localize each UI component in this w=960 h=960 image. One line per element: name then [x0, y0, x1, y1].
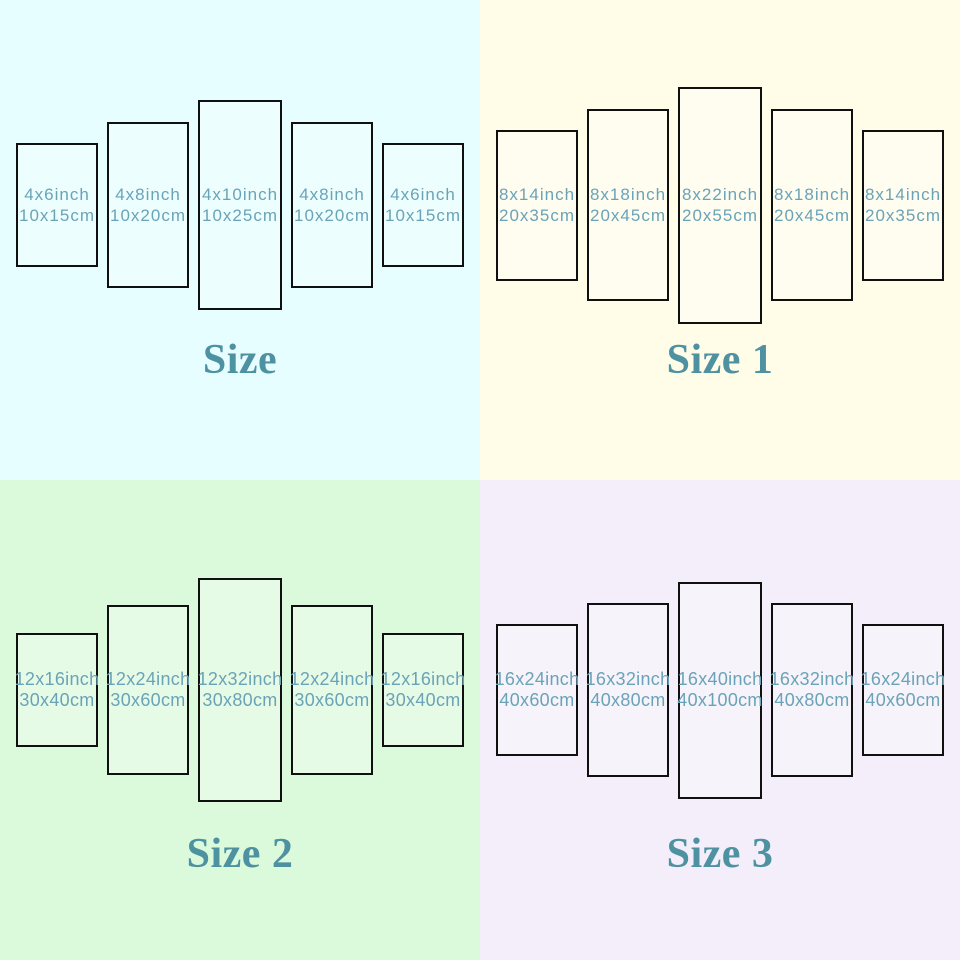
- panel-size-cm: 30x40cm: [385, 690, 461, 710]
- panel-size-cm: 20x55cm: [682, 206, 758, 225]
- size-panel: 4x6inch 10x15cm: [16, 143, 98, 267]
- panel-size-cm: 10x20cm: [294, 206, 370, 225]
- panel-size-cm: 10x20cm: [110, 206, 186, 225]
- size-panel: 4x6inch 10x15cm: [382, 143, 464, 267]
- size-panel: 12x24inch 30x60cm: [105, 605, 191, 775]
- panel-size-inch: 4x10inch: [201, 185, 279, 204]
- quadrant-title: Size 1: [666, 337, 774, 383]
- panel-size-inch: 4x6inch: [24, 185, 90, 204]
- size-panel: 8x18inch 20x45cm: [587, 109, 669, 301]
- panel-size-cm: 30x60cm: [294, 690, 370, 710]
- panel-size-cm: 30x40cm: [19, 690, 95, 710]
- panel-size-inch: 4x6inch: [390, 185, 456, 204]
- panel-size-inch: 12x32inch: [197, 669, 283, 689]
- size-panel: 8x18inch 20x45cm: [771, 109, 853, 301]
- panel-size-cm: 20x45cm: [590, 206, 666, 225]
- size-panel: 16x24inch 40x60cm: [860, 624, 946, 756]
- panel-size-inch: 16x32inch: [585, 669, 671, 689]
- panel-size-cm: 40x80cm: [590, 690, 666, 710]
- quadrant-size-3: 16x24inch 40x60cm 16x32inch 40x80cm 16x4…: [480, 480, 960, 960]
- size-panel: 16x32inch 40x80cm: [585, 603, 671, 777]
- size-panel: 12x16inch 30x40cm: [380, 633, 466, 747]
- quadrant-size-1: 8x14inch 20x35cm 8x18inch 20x45cm 8x22in…: [480, 0, 960, 480]
- panel-size-inch: 8x22inch: [681, 185, 759, 204]
- panel-size-cm: 10x25cm: [202, 206, 278, 225]
- panel-size-inch: 8x14inch: [498, 185, 576, 204]
- quadrant-title: Size 3: [666, 831, 774, 877]
- panel-size-inch: 12x16inch: [380, 669, 466, 689]
- size-panel: 16x24inch 40x60cm: [494, 624, 580, 756]
- size-panel: 12x32inch 30x80cm: [198, 578, 282, 802]
- size-panel: 16x32inch 40x80cm: [769, 603, 855, 777]
- panel-size-cm: 20x45cm: [774, 206, 850, 225]
- panel-size-inch: 8x18inch: [773, 185, 851, 204]
- size-panel: 8x14inch 20x35cm: [862, 129, 944, 281]
- size-panel: 12x24inch 30x60cm: [289, 605, 375, 775]
- panel-row: 8x14inch 20x35cm 8x18inch 20x45cm 8x22in…: [480, 0, 960, 410]
- quadrant-title: Size 2: [186, 831, 294, 877]
- panel-size-cm: 40x80cm: [774, 690, 850, 710]
- panel-size-cm: 20x35cm: [865, 206, 941, 225]
- panel-size-cm: 20x35cm: [499, 206, 575, 225]
- size-panel: 4x10inch 10x25cm: [198, 100, 282, 310]
- panel-size-cm: 40x100cm: [677, 690, 763, 710]
- panel-size-cm: 10x15cm: [385, 206, 461, 225]
- size-panel: 8x14inch 20x35cm: [496, 129, 578, 281]
- panel-row: 16x24inch 40x60cm 16x32inch 40x80cm 16x4…: [480, 480, 960, 900]
- quadrant-size: 4x6inch 10x15cm 4x8inch 10x20cm 4x10inch…: [0, 0, 480, 480]
- panel-size-inch: 4x8inch: [299, 185, 365, 204]
- panel-size-cm: 40x60cm: [499, 690, 575, 710]
- panel-size-cm: 40x60cm: [865, 690, 941, 710]
- panel-size-inch: 4x8inch: [115, 185, 181, 204]
- panel-size-inch: 16x24inch: [860, 669, 946, 689]
- panel-row: 4x6inch 10x15cm 4x8inch 10x20cm 4x10inch…: [0, 0, 480, 410]
- size-panel: 12x16inch 30x40cm: [14, 633, 100, 747]
- panel-size-inch: 12x16inch: [14, 669, 100, 689]
- quadrant-title: Size: [202, 337, 278, 383]
- quadrant-size-2: 12x16inch 30x40cm 12x24inch 30x60cm 12x3…: [0, 480, 480, 960]
- size-panel: 4x8inch 10x20cm: [107, 122, 189, 288]
- size-panel: 16x40inch 40x100cm: [677, 581, 763, 799]
- panel-size-inch: 16x40inch: [677, 669, 763, 689]
- panel-size-cm: 10x15cm: [19, 206, 95, 225]
- size-panel: 4x8inch 10x20cm: [291, 122, 373, 288]
- size-panel: 8x22inch 20x55cm: [678, 86, 762, 324]
- panel-size-inch: 8x14inch: [864, 185, 942, 204]
- panel-size-inch: 16x24inch: [494, 669, 580, 689]
- panel-size-inch: 12x24inch: [289, 669, 375, 689]
- panel-size-inch: 12x24inch: [105, 669, 191, 689]
- panel-row: 12x16inch 30x40cm 12x24inch 30x60cm 12x3…: [0, 480, 480, 900]
- panel-size-inch: 8x18inch: [589, 185, 667, 204]
- panel-size-inch: 16x32inch: [769, 669, 855, 689]
- panel-size-cm: 30x60cm: [110, 690, 186, 710]
- panel-size-cm: 30x80cm: [202, 690, 278, 710]
